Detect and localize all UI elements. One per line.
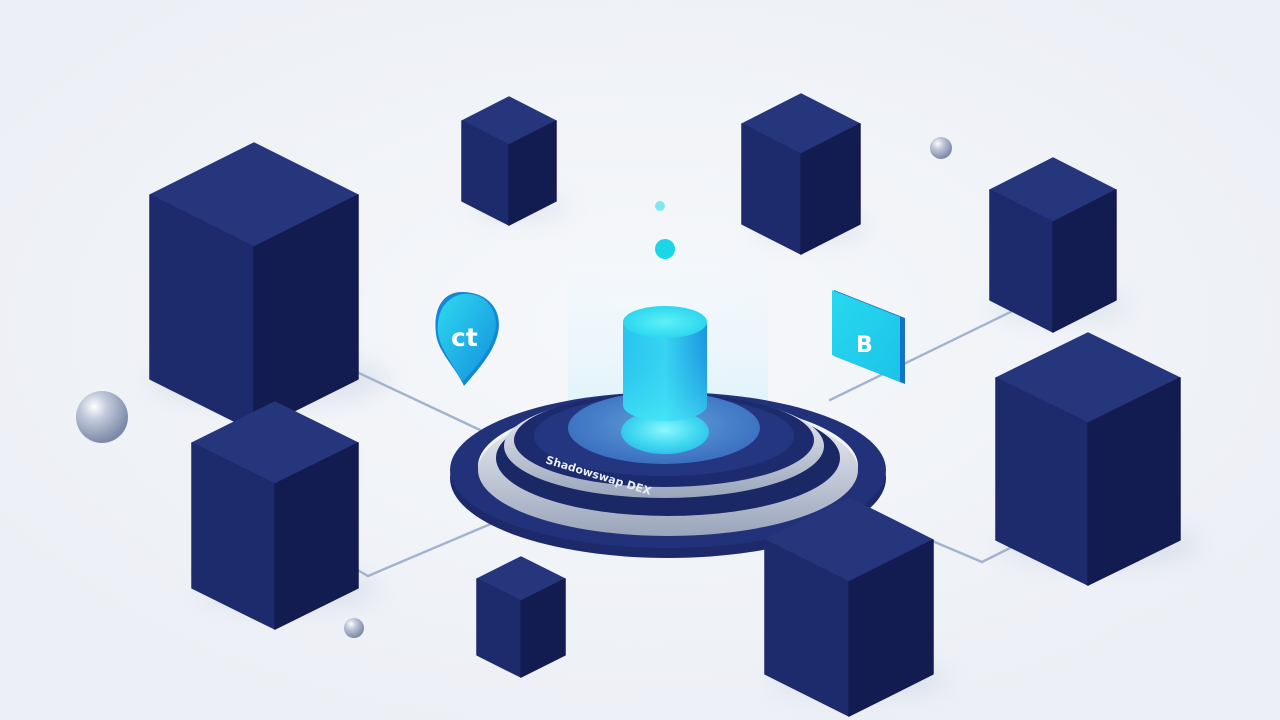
cube-top-center-left xyxy=(461,96,557,226)
cube-right-face xyxy=(848,539,934,717)
cube-large-left xyxy=(149,142,359,432)
connector-line xyxy=(828,298,1037,402)
cube-right-face xyxy=(274,442,359,630)
floating-dot xyxy=(655,239,675,259)
cylinder-token xyxy=(623,306,707,421)
sphere-top-right xyxy=(930,137,952,159)
platform xyxy=(450,392,886,558)
cube-right-face xyxy=(800,123,861,255)
cube-left-lower xyxy=(191,401,359,630)
cube-right-face xyxy=(253,194,359,432)
cube-right-face xyxy=(1052,189,1117,333)
cube-right-face xyxy=(520,578,566,678)
cube-group xyxy=(149,93,1181,717)
card-token-label: B xyxy=(856,333,873,358)
cube-right-face xyxy=(508,120,557,226)
cube-small-bottom xyxy=(476,556,566,678)
cube-right-middle xyxy=(995,332,1181,586)
card-token: B xyxy=(832,290,905,384)
cube-front-right xyxy=(764,497,934,717)
cube-right-face xyxy=(1087,377,1181,586)
cube-right-upper xyxy=(989,157,1117,333)
cube-top-center-right xyxy=(741,93,861,255)
sphere-left xyxy=(76,391,128,443)
map-pin-token: ct xyxy=(435,292,499,386)
pin-token-label: ct xyxy=(451,323,478,352)
floating-dot xyxy=(655,201,665,211)
sphere-bottom-left xyxy=(344,618,364,638)
